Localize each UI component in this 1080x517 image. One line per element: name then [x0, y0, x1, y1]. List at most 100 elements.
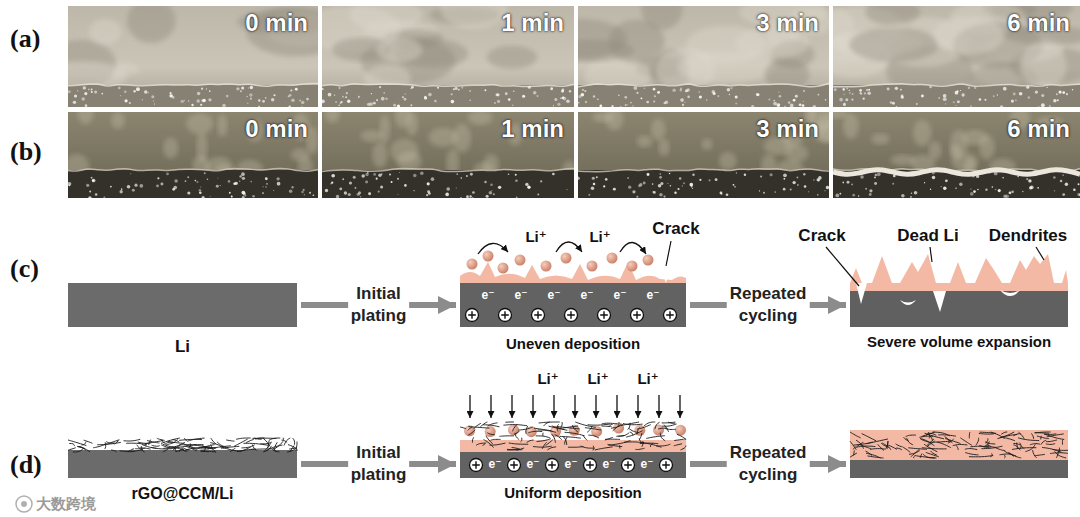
photo-image: [833, 112, 1080, 198]
photo-image: [578, 112, 829, 198]
photo-panel: 6 min: [833, 112, 1080, 198]
ion-path: [556, 242, 582, 252]
time-label: 3 min: [578, 115, 819, 144]
lithium-ion: [498, 263, 509, 274]
electron-label: e⁻: [488, 458, 501, 472]
rgo-network: [850, 432, 1068, 458]
ion-flux: [532, 395, 533, 418]
crack: [660, 266, 670, 283]
photo-image: [322, 112, 574, 198]
electron-label: e⁻: [602, 458, 615, 472]
electrode-caption: Uneven deposition: [460, 335, 686, 353]
cation-symbol: [664, 309, 677, 322]
uneven-deposit: [460, 262, 686, 283]
photo-image: [833, 6, 1080, 107]
time-label: 0 min: [68, 9, 308, 38]
photo-panel: 1 min: [322, 6, 574, 107]
photo-image: [322, 6, 574, 107]
lithium-slab: [68, 283, 297, 327]
lithium-ion: [515, 255, 526, 266]
leader-line: [666, 241, 671, 266]
time-label: 3 min: [578, 9, 819, 38]
lithium-slab: [460, 283, 686, 327]
lithium-ion: [607, 253, 618, 264]
lithium-slab: [460, 452, 686, 478]
lithium-slab: [850, 283, 1068, 327]
ion-flux: [511, 395, 512, 418]
arrow-label: Initial plating: [348, 283, 410, 327]
electrode-slab: rGO@CCM/Li: [68, 450, 297, 503]
crack: [900, 300, 916, 305]
lithium-ion: [675, 425, 686, 436]
cation-symbol: [565, 309, 578, 322]
lithium-ion: [643, 255, 654, 266]
photo-panel: 3 min: [578, 6, 829, 107]
cation-symbol: [598, 309, 611, 322]
photo-panel: 6 min: [833, 6, 1080, 107]
cation-symbol: [470, 459, 483, 472]
time-label: 6 min: [833, 9, 1070, 38]
deposit-layer: [850, 430, 1068, 460]
photo-panel: 0 min: [68, 112, 318, 198]
cation-symbol: [546, 459, 559, 472]
leader-line: [826, 247, 859, 286]
arrow-label: Repeated cycling: [727, 442, 810, 486]
arrow-label: Repeated cycling: [727, 283, 810, 327]
ion-flux: [469, 395, 470, 418]
cation-symbol: [622, 459, 635, 472]
callout-label: Dead Li: [897, 226, 958, 246]
electrode-caption: rGO@CCM/Li: [68, 484, 297, 503]
rgo-network: [460, 422, 686, 450]
electrode-caption: Li: [68, 337, 297, 357]
lithium-ion: [508, 424, 519, 435]
arrow-label: Initial plating: [348, 442, 410, 486]
ion-flux: [595, 395, 596, 418]
electrode-slab: Li: [68, 283, 297, 357]
electron-label: e⁻: [481, 289, 494, 303]
cation-symbol: [532, 309, 545, 322]
ion-flux: [658, 395, 659, 418]
electrode-slab: [850, 430, 1068, 478]
deposit-layer: [460, 440, 686, 452]
electron-label: e⁻: [547, 289, 560, 303]
time-label: 0 min: [68, 115, 308, 144]
panel-letter: (b): [10, 137, 42, 167]
panel-letter: (a): [10, 24, 40, 54]
ion-path: [478, 243, 508, 254]
ion-label: Li⁺: [587, 370, 608, 387]
deposit-layer: [850, 283, 1068, 291]
lithium-ion: [483, 251, 494, 262]
ion-label: Li⁺: [637, 370, 658, 387]
ion-flux: [574, 395, 575, 418]
leader-line: [930, 247, 932, 262]
lithium-ion: [627, 261, 638, 272]
electron-label: e⁻: [613, 289, 626, 303]
electron-label: e⁻: [646, 289, 659, 303]
cation-symbol: [584, 459, 597, 472]
ion-flux: [616, 395, 617, 418]
electrode-caption: Uniform deposition: [460, 484, 686, 502]
time-label: 6 min: [833, 115, 1070, 144]
electron-label: e⁻: [514, 289, 527, 303]
lithium-ion: [587, 261, 598, 272]
electrode-slab: Severe volume expansion: [850, 283, 1068, 351]
time-label: 1 min: [322, 9, 564, 38]
photo-panel: 1 min: [322, 112, 574, 198]
ion-flux: [637, 395, 638, 418]
crack: [856, 283, 867, 304]
photo-panel: 0 min: [68, 6, 318, 107]
panel-letter: (d): [10, 450, 42, 480]
time-label: 1 min: [322, 115, 564, 144]
ion-flux: [553, 395, 554, 418]
lithium-slab: [68, 450, 297, 478]
photo-image: [68, 6, 318, 107]
ion-label: Li⁺: [525, 228, 546, 245]
lithium-ion: [561, 253, 572, 264]
electron-label: e⁻: [564, 458, 577, 472]
cation-symbol: [466, 309, 479, 322]
ion-label: Li⁺: [537, 370, 558, 387]
cation-symbol: [508, 459, 521, 472]
